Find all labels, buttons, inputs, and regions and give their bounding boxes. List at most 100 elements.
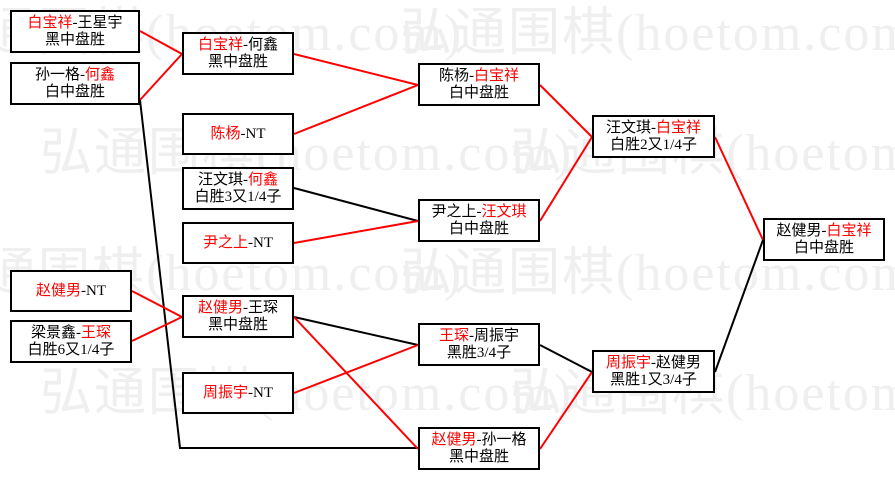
match-players: 王琛-周振宇 <box>439 328 519 345</box>
match-players: 白宝祥-王星宇 <box>27 15 122 32</box>
player-left: 汪文琪 <box>197 171 243 188</box>
player-separator: - <box>243 36 248 53</box>
player-separator: - <box>248 234 253 251</box>
player-right: NT <box>245 125 266 142</box>
match-players: 尹之上-汪文琪 <box>431 204 526 221</box>
player-right: 何鑫 <box>248 36 279 53</box>
match-result: 黑中盘胜 <box>207 316 268 333</box>
match-box-r2m1[interactable]: 白宝祥-何鑫黑中盘胜 <box>182 32 294 75</box>
connector-r2m5-to-r3m4 <box>293 316 419 450</box>
player-separator: - <box>248 384 253 401</box>
player-separator: - <box>469 327 474 344</box>
player-right: 白宝祥 <box>826 222 872 239</box>
player-right: NT <box>253 384 273 401</box>
player-left: 汪文琪 <box>605 119 651 136</box>
player-right: 何鑫 <box>85 66 116 83</box>
player-left: 梁景鑫 <box>30 324 76 341</box>
player-separator: - <box>651 354 656 371</box>
match-box-r2m3[interactable]: 汪文琪-何鑫白胜3又1/4子 <box>182 167 294 210</box>
player-left: 尹之上 <box>202 234 248 251</box>
player-separator: - <box>80 66 85 83</box>
player-separator: - <box>240 125 246 142</box>
player-right: 白宝祥 <box>656 119 702 136</box>
match-box-r1m1[interactable]: 白宝祥-王星宇黑中盘胜 <box>10 10 140 53</box>
player-left: 王琛 <box>438 327 469 344</box>
match-result: 白胜6又1/4子 <box>27 341 115 358</box>
match-box-r3m1[interactable]: 陈杨-白宝祥白中盘胜 <box>418 63 540 106</box>
connector-r3m2-to-r4m1 <box>539 136 593 222</box>
match-players: 赵健男-NT <box>36 283 106 300</box>
player-right: NT <box>253 234 273 251</box>
player-separator: - <box>651 119 656 136</box>
player-right: 王琛 <box>81 324 112 341</box>
player-separator: - <box>821 222 827 239</box>
player-left: 赵健男 <box>431 431 477 448</box>
match-box-r4m2[interactable]: 周振宇-赵健男黑胜1又3/4子 <box>592 350 715 393</box>
connector-r1m2-to-r3m4 <box>139 99 418 449</box>
match-box-r2m4[interactable]: 尹之上-NT <box>182 222 294 264</box>
match-players: 周振宇-NT <box>203 385 273 402</box>
connector-r4m2-to-r5m1 <box>714 239 764 373</box>
player-left: 白宝祥 <box>197 36 243 53</box>
match-result: 白中盘胜 <box>44 83 105 100</box>
connector-r2m1-to-r3m1 <box>293 53 419 86</box>
match-box-r2m6[interactable]: 周振宇-NT <box>182 372 294 414</box>
match-box-r4m1[interactable]: 汪文琪-白宝祥白胜2又1/4子 <box>592 115 715 158</box>
player-right: 白宝祥 <box>474 67 520 84</box>
match-players: 白宝祥-何鑫 <box>198 37 278 54</box>
match-result: 白中盘胜 <box>793 239 854 256</box>
player-separator: - <box>469 67 474 84</box>
match-players: 周振宇-赵健男 <box>606 355 701 372</box>
player-separator: - <box>81 282 86 299</box>
match-box-r3m2[interactable]: 尹之上-汪文琪白中盘胜 <box>418 199 540 242</box>
match-box-r2m5[interactable]: 赵健男-王琛黑中盘胜 <box>182 295 294 338</box>
match-players: 陈杨-NT <box>210 126 265 143</box>
match-result: 黑中盘胜 <box>207 53 268 70</box>
match-box-r1m4[interactable]: 梁景鑫-王琛白胜6又1/4子 <box>10 320 132 363</box>
match-box-r3m3[interactable]: 王琛-周振宇黑胜3/4子 <box>418 323 540 366</box>
connector-r4m1-to-r5m1 <box>714 136 764 241</box>
match-box-r1m3[interactable]: 赵健男-NT <box>10 270 132 312</box>
player-left: 孙一格 <box>34 66 80 83</box>
player-separator: - <box>476 431 482 448</box>
player-right: 何鑫 <box>248 171 279 188</box>
match-box-r1m2[interactable]: 孙一格-何鑫白中盘胜 <box>10 62 140 105</box>
match-box-r2m2[interactable]: 陈杨-NT <box>182 113 294 155</box>
connector-r2m5-to-r3m3 <box>293 316 419 346</box>
connector-r2m4-to-r3m2 <box>293 220 419 244</box>
match-players: 赵健男-王琛 <box>198 300 278 317</box>
player-right: 孙一格 <box>481 431 527 448</box>
match-result: 黑胜1又3/4子 <box>610 371 697 388</box>
player-left: 周振宇 <box>605 354 651 371</box>
player-right: 周振宇 <box>474 327 520 344</box>
player-right: 汪文琪 <box>481 203 527 220</box>
match-players: 尹之上-NT <box>203 235 273 252</box>
match-players: 汪文琪-白宝祥 <box>606 120 701 137</box>
connector-r3m1-to-r4m1 <box>539 84 593 138</box>
match-result: 白胜2又1/4子 <box>610 136 697 153</box>
player-left: 尹之上 <box>431 203 477 220</box>
connector-r1m3-to-r2m5 <box>131 290 183 318</box>
match-result: 白中盘胜 <box>448 84 509 101</box>
connector-r2m6-to-r3m3 <box>293 344 419 394</box>
player-left: 赵健男 <box>776 222 822 239</box>
player-right: NT <box>86 282 106 299</box>
match-box-r5m1[interactable]: 赵健男-白宝祥白中盘胜 <box>763 218 885 261</box>
connector-r1m1-to-r2m1 <box>139 30 183 55</box>
match-result: 黑中盘胜 <box>448 448 509 465</box>
match-result: 白中盘胜 <box>448 220 509 237</box>
player-left: 周振宇 <box>202 384 248 401</box>
connector-r2m3-to-r3m2 <box>293 187 419 222</box>
match-box-r3m4[interactable]: 赵健男-孙一格黑中盘胜 <box>418 427 540 470</box>
player-right: 赵健男 <box>656 354 702 371</box>
player-left: 白宝祥 <box>27 14 73 31</box>
match-players: 汪文琪-何鑫 <box>198 172 278 189</box>
player-right: 王星宇 <box>77 14 123 31</box>
player-left: 赵健男 <box>35 282 81 299</box>
match-result: 白胜3又1/4子 <box>194 188 282 205</box>
connector-r3m4-to-r4m2 <box>539 371 593 450</box>
match-result: 黑胜3/4子 <box>446 344 512 361</box>
player-left: 陈杨 <box>438 67 469 84</box>
